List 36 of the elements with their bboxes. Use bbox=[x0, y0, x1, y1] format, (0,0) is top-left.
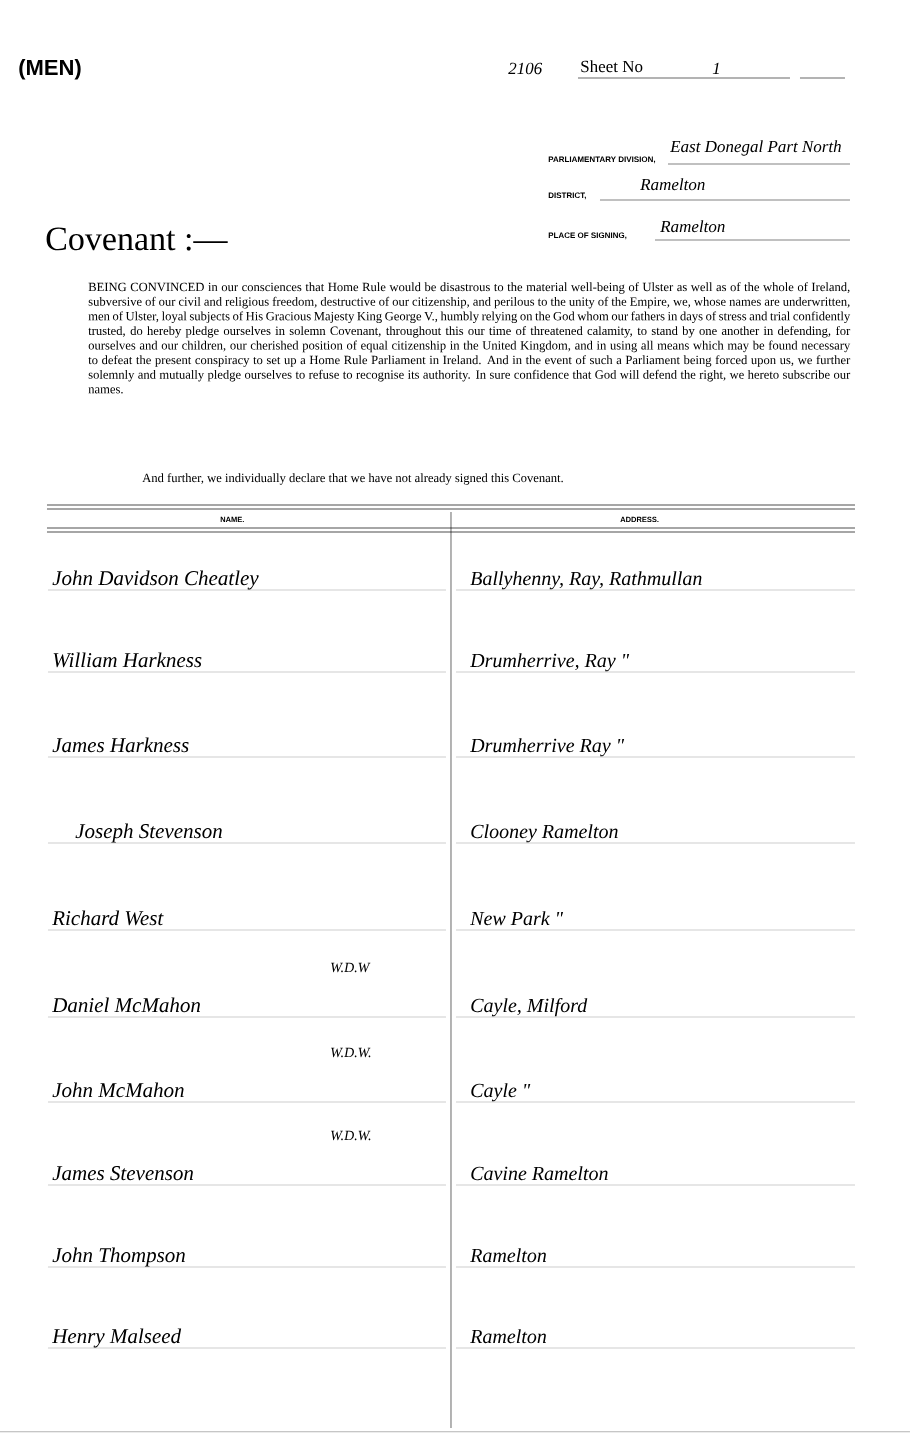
address-entry: Drumherrive Ray " bbox=[470, 738, 625, 757]
signature: James Stevenson bbox=[52, 1166, 194, 1181]
form-field-label: PLACE OF SIGNING, bbox=[548, 232, 627, 240]
address-entry: Cayle " bbox=[471, 1083, 531, 1102]
form-field-label: DISTRICT, bbox=[548, 192, 586, 200]
signature: John McMahon bbox=[52, 1082, 184, 1098]
signature: James Harkness bbox=[52, 737, 189, 753]
signature: Henry Malseed bbox=[52, 1328, 182, 1348]
heading: (MEN) bbox=[19, 59, 81, 80]
annotation: W.D.W. bbox=[331, 1047, 371, 1058]
signature: John Davidson Cheatley bbox=[52, 570, 259, 590]
address-entry: Ramelton bbox=[470, 1248, 547, 1263]
handwritten-entry: Ramelton bbox=[660, 220, 725, 233]
annotation: W.D.W bbox=[331, 962, 371, 973]
signature: Richard West bbox=[52, 910, 164, 926]
handwritten-entry: Ramelton bbox=[640, 178, 705, 191]
signature: Joseph Stevenson bbox=[75, 823, 222, 843]
signature: John Thompson bbox=[52, 1247, 185, 1267]
annotation: W.D.W. bbox=[331, 1130, 371, 1141]
address-entry: Ballyhenny, Ray, Rathmullan bbox=[470, 571, 702, 590]
address-entry: Cayle, Milford bbox=[471, 997, 588, 1017]
form-field-label: PARLIAMENTARY DIVISION, bbox=[548, 156, 656, 164]
handwritten-entry: 1 bbox=[712, 62, 719, 74]
address-entry: Drumherrive, Ray " bbox=[470, 653, 630, 672]
sheet-number-label: Sheet No bbox=[581, 60, 643, 73]
address-entry: New Park " bbox=[470, 911, 564, 926]
heading: Covenant :— bbox=[46, 227, 228, 251]
address-entry: Ramelton bbox=[470, 1329, 547, 1344]
covenant-text: And further, we individually declare that we have not already signed this Covenant. bbox=[142, 473, 563, 485]
address-entry: Clooney Ramelton bbox=[471, 824, 618, 843]
signature: William Harkness bbox=[53, 652, 202, 668]
signature: Daniel McMahon bbox=[51, 997, 201, 1013]
handwritten-entry: 2106 bbox=[508, 62, 543, 75]
address-entry: Cavine Ramelton bbox=[471, 1166, 608, 1181]
covenant-text: BEING CONVINCED in our consciences that Home Rule would be disastrous to the material well-being of Ulster as well as of the whole of Ireland, subversive of our civil and religious freedom, destructive of our citizenship, and perilous to the unity of the Empire, we, whose names are underwritten, men of Ulster, loyal subjects of His Gracious Majesty King George V., humbly relying on the God whom our fathers in days of stress and trial confidently trusted, do hereby pledge ourselves in solemn Covenant, throughout this our time of threatened calamity, to stand by one another in defending, for ourselves and our children, our cherished position of equal citizenship in the United Kingdom, and in using all means which may be found necessary to defeat the present conspiracy to set up a Home Rule Parliament in Ireland. And in the event of such a Parliament being forced upon us, we further solemnly and mutually pledge ourselves to refuse to recognise its authority. In sure confidence that God will defend the right, we hereto subscribe our names. bbox=[88, 282, 851, 394]
handwritten-entry: East Donegal Part North bbox=[670, 140, 841, 156]
